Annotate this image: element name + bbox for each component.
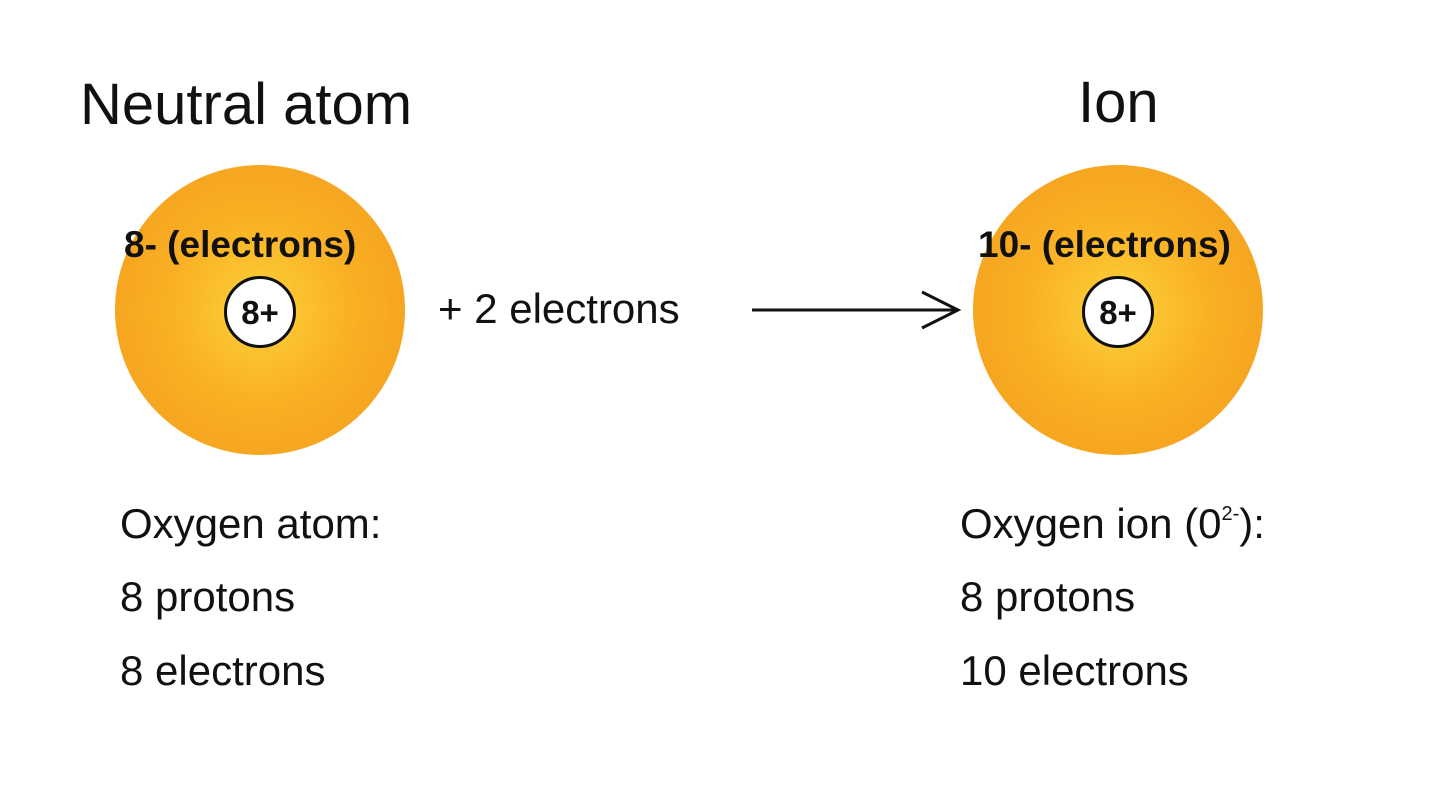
ion-electron-count: 10 electrons [960, 647, 1189, 694]
neutral-atom-nucleus: 8+ [224, 276, 296, 348]
ion-info-heading-prefix: Oxygen ion (0 [960, 500, 1222, 547]
ion-info-heading: Oxygen ion (02-): [960, 503, 1265, 545]
ion-info-heading-suffix: ): [1239, 500, 1265, 547]
ion-electron-label: 10- (electrons) [978, 224, 1231, 265]
neutral-atom-nucleus-label: 8+ [241, 293, 279, 331]
ion-charge-superscript: 2- [1221, 503, 1240, 525]
neutral-atom-electron-count: 8 electrons [120, 647, 326, 694]
neutral-atom-title: Neutral atom [80, 72, 413, 137]
neutral-atom-info-heading: Oxygen atom: [120, 500, 382, 547]
reaction-label: + 2 electrons [438, 285, 680, 332]
ion-proton-count: 8 protons [960, 573, 1136, 620]
ion-title: Ion [1078, 70, 1159, 135]
ion-nucleus: 8+ [1082, 276, 1154, 348]
ion-nucleus-label: 8+ [1099, 293, 1137, 331]
neutral-atom-electron-label: 8- (electrons) [124, 224, 357, 265]
reaction-arrow-icon [752, 290, 962, 330]
neutral-atom-proton-count: 8 protons [120, 573, 296, 620]
